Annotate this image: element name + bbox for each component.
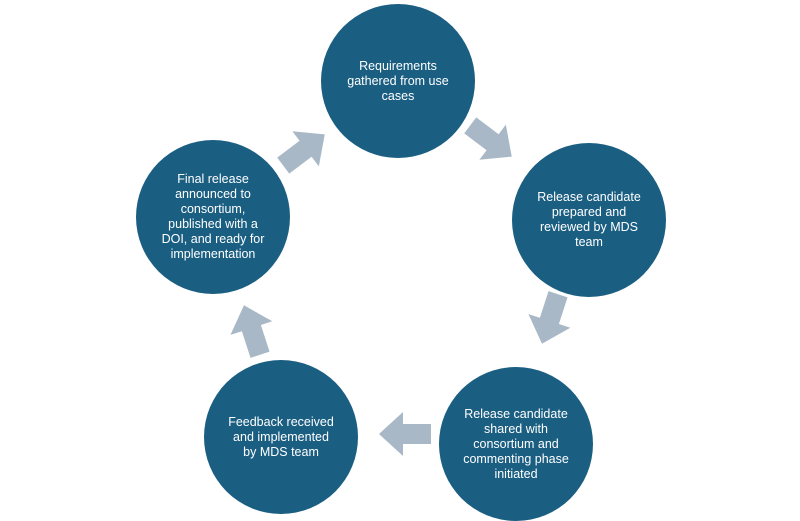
step-label: Final release announced to consortium, p… [161, 172, 265, 261]
right-arrow-icon [454, 105, 528, 177]
step-label: Release candidate prepared and reviewed … [537, 190, 641, 249]
step-final-release: Final release announced to consortium, p… [136, 140, 290, 294]
right-arrow-icon [221, 296, 284, 364]
step-label: Release candidate shared with consortium… [463, 406, 569, 481]
step-release-candidate-shared: Release candidate shared with consortium… [439, 367, 593, 521]
step-release-candidate-prepared: Release candidate prepared and reviewed … [512, 143, 666, 297]
step-feedback-received: Feedback received and implemented by MDS… [204, 360, 358, 514]
step-label: Feedback received and implemented by MDS… [228, 414, 334, 459]
step-requirements-gathered: Requirements gathered from use cases [321, 4, 475, 158]
right-arrow-icon [267, 114, 341, 186]
right-arrow-icon [519, 285, 582, 353]
step-label: Requirements gathered from use cases [347, 58, 449, 103]
right-arrow-icon [377, 410, 433, 458]
